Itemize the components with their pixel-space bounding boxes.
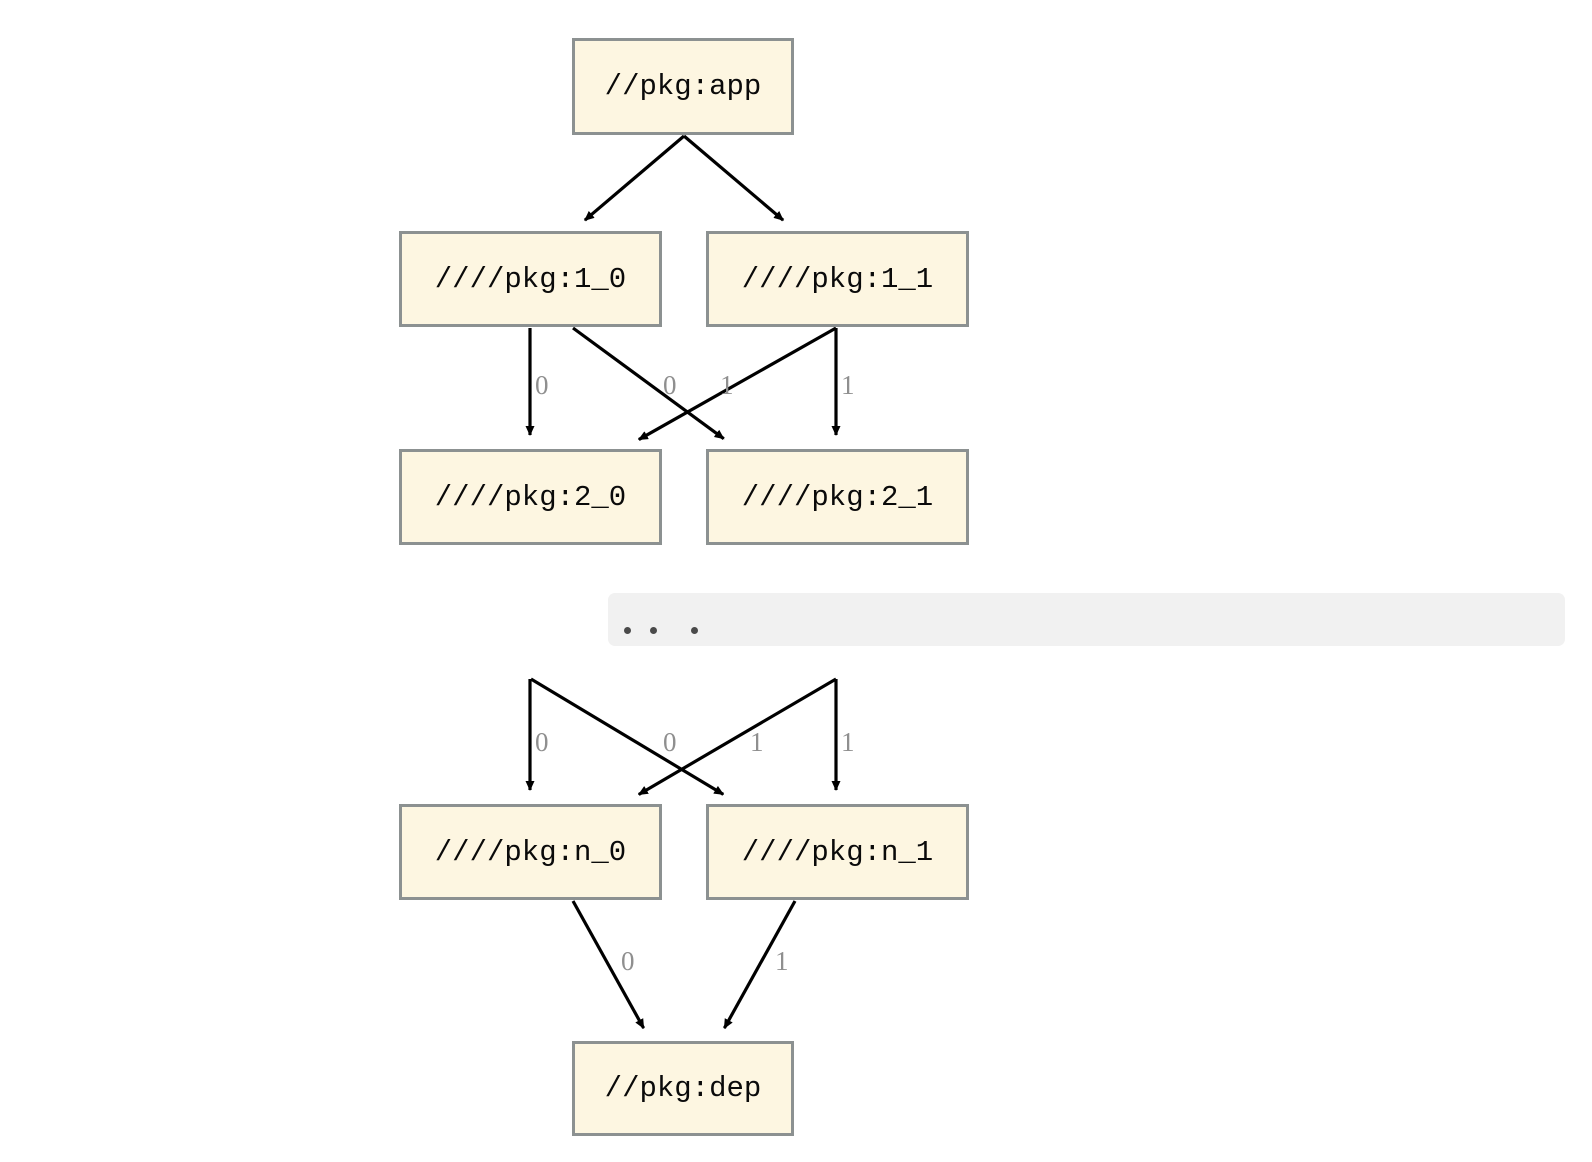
graph-node-label: ////pkg:2_0 (434, 480, 627, 514)
graph-node-label: //pkg:app (604, 70, 762, 103)
elision-dot (650, 627, 657, 634)
graph-node-label: ////pkg:2_1 (741, 480, 934, 514)
graph-edge-label: 0 (663, 727, 677, 757)
graph-node-l1_0[interactable]: ////pkg:1_0 (399, 231, 662, 327)
graph-node-app[interactable]: //pkg:app (572, 38, 794, 135)
graph-edge-label: 1 (720, 370, 734, 400)
elision-dots (624, 627, 698, 634)
graph-edge-label: 1 (775, 946, 789, 976)
graph-edge-label: 1 (841, 370, 855, 400)
graph-edge-label: 0 (535, 370, 549, 400)
graph-edge-app-to-l1_0 (583, 134, 686, 222)
graph-node-ln_0[interactable]: ////pkg:n_0 (399, 804, 662, 900)
graph-edge-label: 0 (535, 727, 549, 757)
graph-edge-label: 0 (621, 946, 635, 976)
graph-node-l2_0[interactable]: ////pkg:2_0 (399, 449, 662, 545)
elision-dot (691, 627, 698, 634)
graph-edge-label: 1 (750, 727, 764, 757)
graph-node-l2_1[interactable]: ////pkg:2_1 (706, 449, 969, 545)
graph-node-label: ////pkg:1_1 (741, 262, 934, 296)
graph-node-l1_1[interactable]: ////pkg:1_1 (706, 231, 969, 327)
graph-edge-label: 0 (663, 370, 677, 400)
graph-node-label: ////pkg:n_1 (741, 835, 934, 869)
graph-node-label: //pkg:dep (604, 1072, 762, 1105)
graph-node-label: ////pkg:n_0 (434, 835, 627, 869)
elision-band (608, 593, 1565, 646)
graph-edge-app-to-l1_1 (682, 134, 785, 222)
graph-edge-elided-to-ln_1 (530, 677, 725, 796)
graph-edge-label: 1 (841, 727, 855, 757)
graph-node-ln_1[interactable]: ////pkg:n_1 (706, 804, 969, 900)
graph-node-label: ////pkg:1_0 (434, 262, 627, 296)
graph-edge-l1_0-to-l2_1 (572, 326, 725, 440)
elision-dot (624, 627, 631, 634)
graph-node-dep[interactable]: //pkg:dep (572, 1041, 794, 1136)
